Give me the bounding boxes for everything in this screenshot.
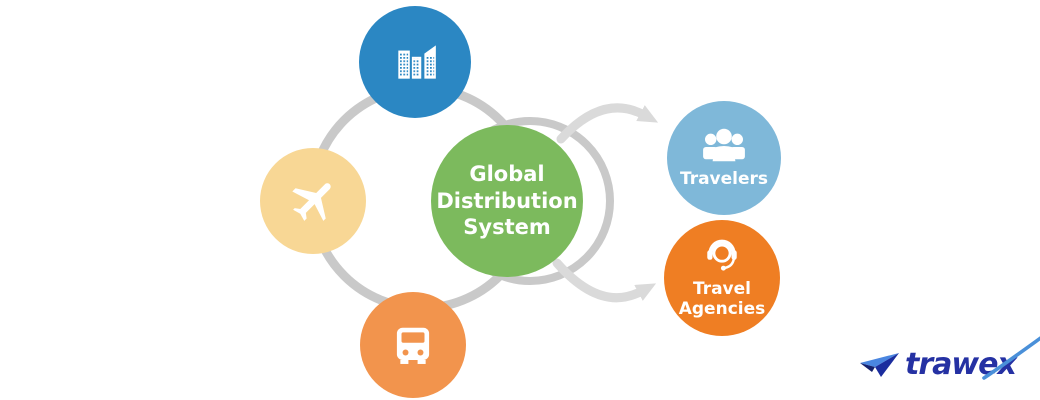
arrow-to-travelers xyxy=(556,103,659,144)
node-travelers: Travelers xyxy=(667,101,781,215)
node-buses xyxy=(360,292,466,398)
bus-icon xyxy=(390,322,436,368)
buildings-icon xyxy=(390,37,440,87)
trawex-logo: trawex xyxy=(858,336,1040,389)
paper-plane-icon xyxy=(858,350,900,380)
travelers-label: Travelers xyxy=(679,168,769,189)
logo-text: trawex xyxy=(905,347,1017,382)
airplane-icon xyxy=(275,163,351,239)
arrow-to-agencies xyxy=(552,258,657,303)
headset-icon xyxy=(700,237,744,275)
gds-label: Global Distribution System xyxy=(436,162,578,240)
people-group-icon xyxy=(698,127,750,165)
node-gds: Global Distribution System xyxy=(431,125,583,277)
node-flights xyxy=(260,148,366,254)
node-hotels xyxy=(359,6,471,118)
node-agencies: Travel Agencies xyxy=(664,220,780,336)
agencies-label: Travel Agencies xyxy=(678,278,766,319)
